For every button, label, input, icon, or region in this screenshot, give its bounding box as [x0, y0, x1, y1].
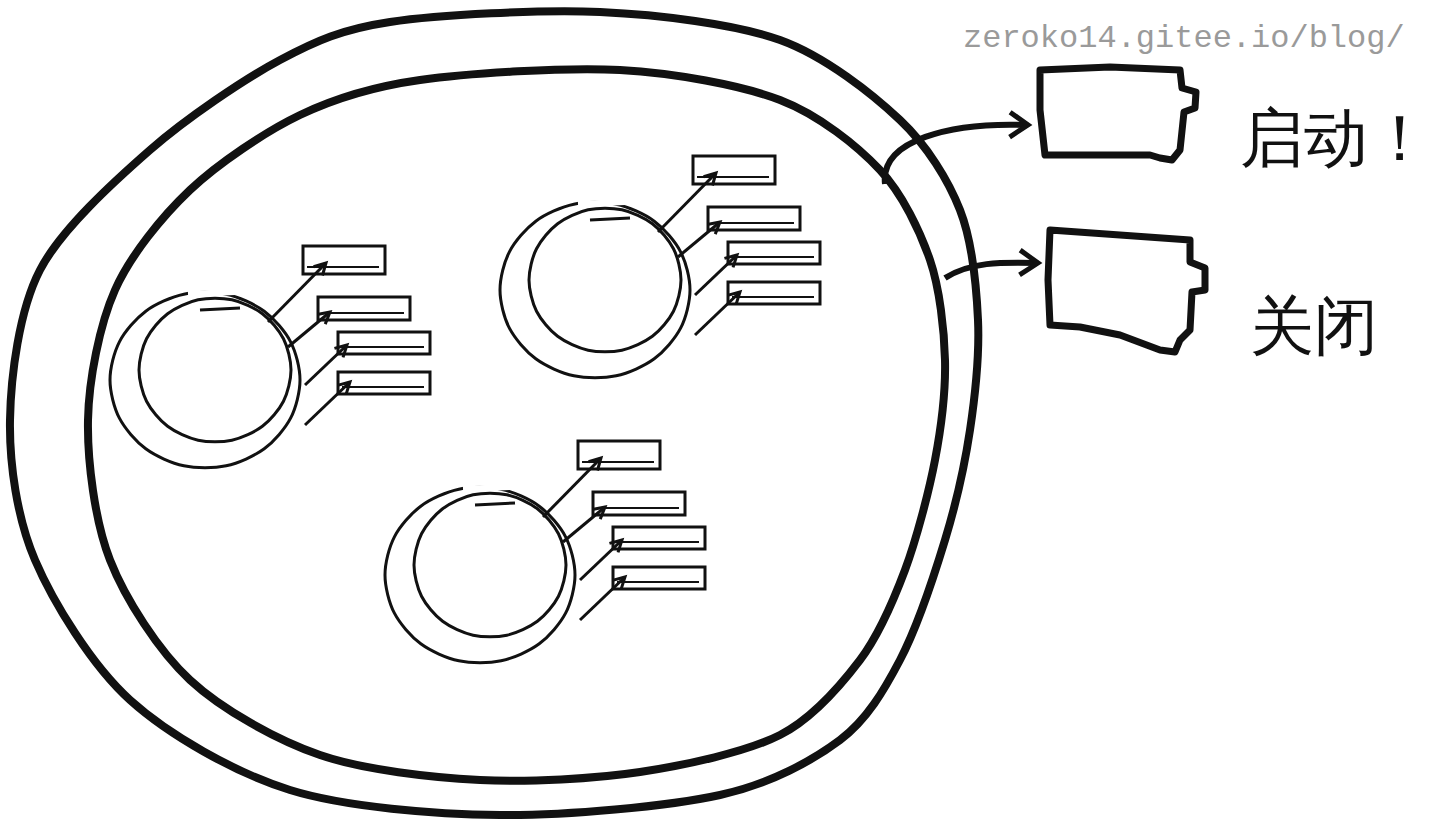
control-box: 启动！ — [1025, 55, 1436, 181]
task-bar-line — [732, 296, 814, 298]
circle-mark — [590, 218, 630, 220]
task-bar — [318, 297, 410, 320]
arrow-head — [589, 458, 601, 471]
task-bar — [728, 242, 820, 264]
task-bar-line — [597, 507, 679, 509]
task-bar — [593, 492, 685, 515]
control-box: 关闭 — [1035, 215, 1382, 369]
task-bar — [578, 441, 660, 469]
task-bar — [338, 372, 430, 394]
task-bar — [728, 282, 820, 304]
box-heading: 关闭 — [1250, 288, 1378, 365]
task-arrow — [695, 255, 737, 295]
task-arrow — [678, 222, 720, 257]
arrow-head — [1010, 112, 1028, 137]
circle-gap — [578, 202, 625, 204]
arrow-head — [707, 222, 720, 234]
outer-region — [10, 11, 978, 815]
task-arrow — [563, 507, 605, 542]
arrow-head — [727, 292, 740, 304]
circle-gap — [463, 487, 510, 489]
arrow-head — [1020, 250, 1038, 275]
task-bar-line — [617, 541, 699, 543]
task-bar — [708, 207, 800, 230]
task-bar-line — [732, 256, 814, 258]
task-bar — [613, 567, 705, 589]
arrow-head — [317, 312, 330, 324]
task-arrow — [305, 345, 347, 385]
circle-mark — [200, 308, 240, 310]
arrow-head — [609, 540, 622, 552]
task-bar — [613, 527, 705, 549]
box-heading: 启动！ — [1240, 100, 1432, 177]
task-bar-line — [342, 346, 424, 348]
arrow-head — [704, 173, 716, 186]
task-arrow — [288, 312, 330, 347]
task-arrow — [695, 292, 740, 335]
arrow-head — [314, 263, 326, 276]
arrow-head — [724, 255, 737, 267]
task-bar-line — [617, 581, 699, 583]
task-bar-line — [712, 222, 794, 224]
start-arrow — [885, 125, 1028, 184]
worker-circle — [500, 156, 820, 378]
circle-mark — [475, 503, 515, 505]
task-bar — [693, 156, 775, 184]
task-bar — [338, 332, 430, 354]
task-arrow — [305, 382, 350, 425]
task-bar — [303, 246, 385, 274]
arrow-head — [612, 577, 625, 589]
task-arrow — [580, 540, 622, 580]
arrow-head — [337, 382, 350, 394]
task-bar-line — [322, 312, 404, 314]
inner-region — [88, 69, 945, 781]
task-arrow — [580, 577, 625, 620]
worker-circle — [385, 441, 705, 663]
task-bar-line — [342, 386, 424, 388]
arrow-head — [334, 345, 347, 357]
worker-circle — [110, 246, 430, 468]
circle-gap — [188, 292, 235, 294]
watermark: zeroko14.gitee.io/blog/ — [963, 20, 1405, 57]
arrow-head — [592, 507, 605, 519]
